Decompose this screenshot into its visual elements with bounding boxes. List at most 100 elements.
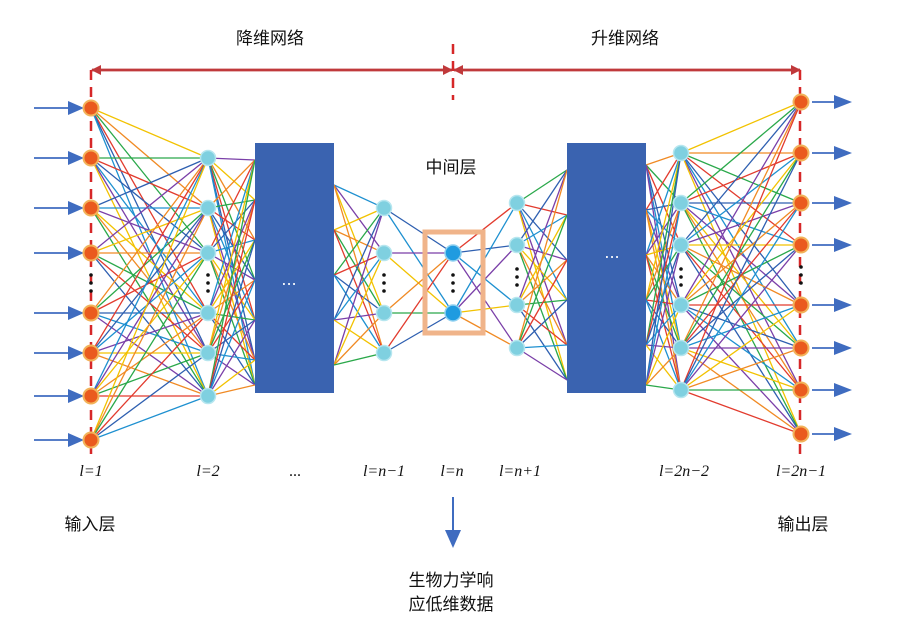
block-to-ln1-edge — [333, 312, 385, 321]
input-to-l2-edge — [90, 312, 209, 397]
output-arrow-head — [834, 238, 852, 252]
l2n2-to-output-edge — [680, 244, 802, 435]
layer-n-minus-1-node — [375, 199, 393, 217]
layer-label-2: l=2 — [196, 463, 219, 480]
block-to-ln1-edge — [333, 184, 385, 354]
ellipsis-dot — [799, 265, 803, 269]
layer-2n-minus-2-node — [672, 296, 690, 314]
block-to-l2n2-edge — [645, 152, 682, 386]
input-to-l2-edge — [90, 312, 209, 354]
block-to-l2n2-edge — [645, 254, 682, 349]
layer-n-plus-1-node — [508, 296, 526, 314]
input-to-l2-edge — [90, 207, 209, 254]
block-to-ln1-edge — [333, 312, 385, 366]
block-to-l2n2-edge — [645, 152, 682, 211]
ellipsis-dot — [89, 273, 93, 277]
input-arrow-head — [68, 433, 84, 447]
block-to-ln1-edge — [333, 207, 385, 276]
l2n2-to-output-edge — [680, 101, 802, 154]
layer-n-plus-1-node — [508, 339, 526, 357]
input-node — [82, 99, 100, 117]
input-to-l2-edge — [90, 157, 209, 354]
l2n2-to-output-edge — [680, 101, 802, 246]
ln1-to-ln-edge — [383, 252, 454, 314]
middle-layer-title: 中间层 — [426, 158, 477, 178]
block-to-l2n2-edge — [645, 244, 682, 386]
input-to-l2-edge — [90, 157, 209, 441]
l2n2-to-output-edge — [680, 389, 802, 435]
layer-2n-minus-2-node — [672, 381, 690, 399]
l2n2-to-output-edge — [680, 152, 802, 435]
l2n2-to-output-edge — [680, 101, 802, 306]
input-arrow-head — [68, 246, 84, 260]
connection-edges — [90, 101, 802, 441]
output-node — [792, 296, 810, 314]
block-to-ln1-edge — [333, 229, 385, 314]
l2n2-to-output-edge — [680, 202, 802, 391]
block-to-ln1-edge — [333, 184, 385, 209]
ellipsis-dot — [451, 289, 455, 293]
ellipsis-dot — [89, 281, 93, 285]
input-to-l2-edge — [90, 395, 209, 441]
l2-to-block-edge — [207, 159, 256, 209]
l2n2-to-output-edge — [680, 304, 802, 391]
input-arrow-head — [68, 389, 84, 403]
output-layer-title: 输出层 — [778, 515, 829, 535]
layer-2-node — [199, 244, 217, 262]
layer-label-1: l=1 — [79, 463, 102, 480]
ellipsis-dot — [206, 289, 210, 293]
middle-node — [444, 304, 462, 322]
block-to-l2n2-edge — [645, 254, 682, 306]
output-node — [792, 144, 810, 162]
input-arrow-head — [68, 346, 84, 360]
block-to-ln1-edge — [333, 207, 385, 231]
input-arrow-head — [68, 101, 84, 115]
ellipsis-dot — [89, 289, 93, 293]
output-arrow-head — [834, 341, 852, 355]
ln1-to-ln-edge — [383, 252, 454, 354]
ellipsis-dot — [679, 283, 683, 287]
layer-label-2n-minus-1: l=2n−1 — [776, 463, 826, 480]
lnp1-to-block-edge — [516, 244, 568, 346]
block-to-ln1-edge — [333, 274, 385, 314]
lnp1-to-block-edge — [516, 259, 568, 349]
middle-node — [444, 244, 462, 262]
ellipsis-dot — [451, 281, 455, 285]
l2-to-block-edge — [207, 207, 256, 321]
block-to-l2n2-edge — [645, 152, 682, 346]
input-to-l2-edge — [90, 157, 209, 209]
ellipsis-dot — [382, 281, 386, 285]
l2n2-to-output-edge — [680, 152, 802, 246]
lnp1-to-block-edge — [516, 244, 568, 261]
input-to-l2-edge — [90, 207, 209, 397]
l2-to-block-edge — [207, 252, 256, 361]
layer-n-plus-1-node — [508, 194, 526, 212]
input-to-l2-edge — [90, 157, 209, 254]
lnp1-to-block-edge — [516, 202, 568, 301]
ellipsis-dot — [206, 273, 210, 277]
output-arrow-head — [834, 196, 852, 210]
lnp1-to-block-edge — [516, 169, 568, 349]
input-to-l2-edge — [90, 312, 209, 441]
layer-label-dots: ... — [289, 463, 301, 480]
layer-label-n-plus-1: l=n+1 — [499, 463, 541, 480]
layer-2n-minus-2-node — [672, 339, 690, 357]
ellipsis-dot — [382, 273, 386, 277]
block-to-l2n2-edge — [645, 164, 682, 204]
layer-2n-minus-2-node — [672, 144, 690, 162]
middle-output-arrowhead — [445, 530, 461, 548]
decoder-hidden-block — [567, 143, 646, 393]
output-arrows — [812, 95, 852, 441]
input-node — [82, 304, 100, 322]
l2-to-block-edge — [207, 312, 256, 386]
block-to-l2n2-edge — [645, 202, 682, 346]
l2n2-to-output-edge — [680, 101, 802, 349]
layer-n-plus-1-node — [508, 236, 526, 254]
lnp1-to-block-edge — [516, 169, 568, 204]
block-to-l2n2-edge — [645, 152, 682, 256]
block-to-ln1-edge — [333, 319, 385, 354]
ln-to-lnp1-edge — [452, 202, 518, 254]
l2-to-block-edge — [207, 359, 256, 397]
block-to-l2n2-edge — [645, 209, 682, 306]
